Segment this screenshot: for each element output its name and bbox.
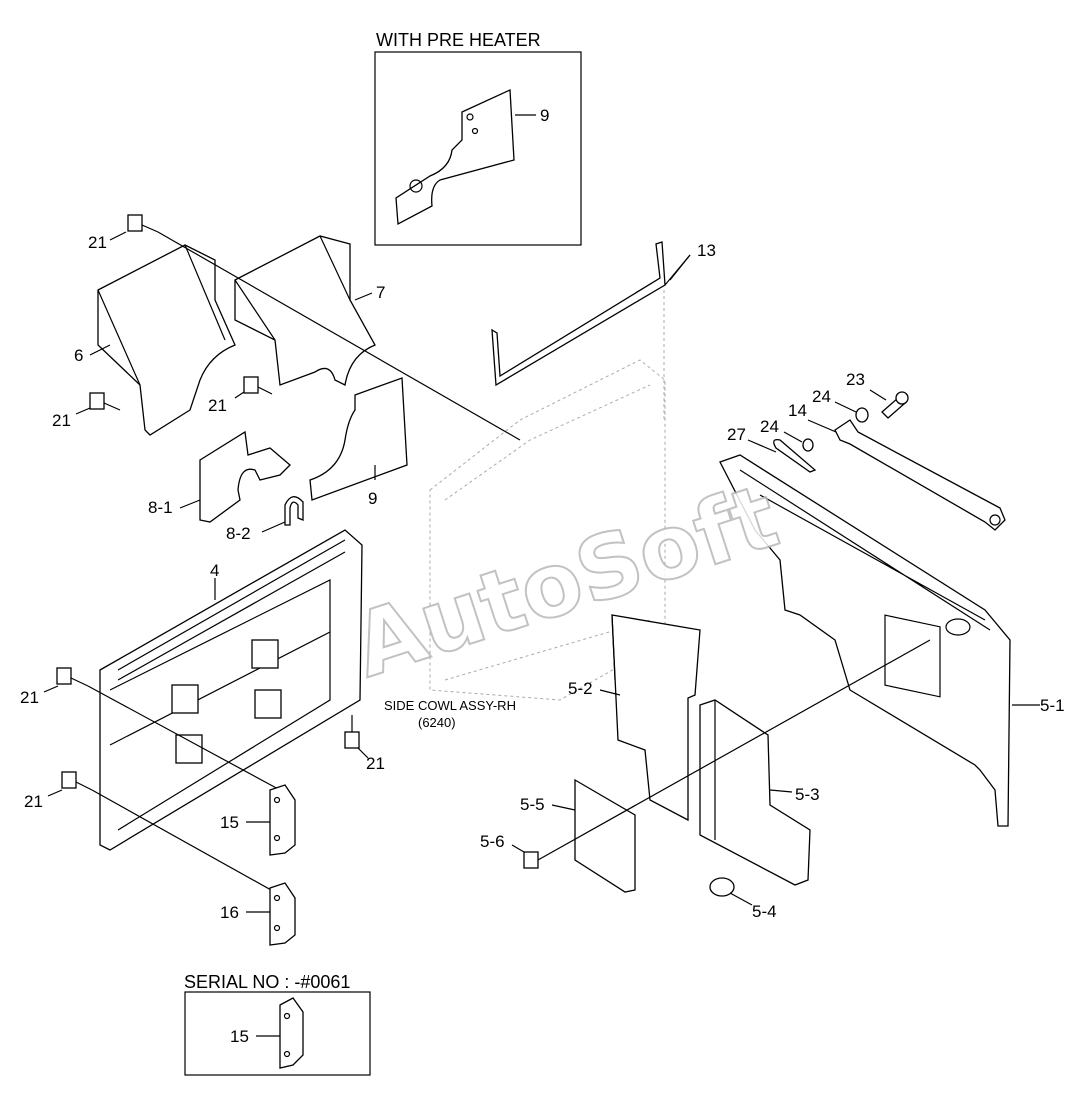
- part-23-pin: 23: [846, 370, 909, 419]
- part-6-cover: 6: [74, 244, 236, 436]
- bolt-21-c: 21: [52, 392, 121, 430]
- callout-5-6: 5-6: [480, 832, 505, 851]
- callout-7: 7: [376, 283, 385, 302]
- part-5-5-plate: 5-5: [520, 778, 636, 893]
- callout-15: 15: [220, 813, 239, 832]
- callout-23: 23: [846, 370, 865, 389]
- callout-5-5: 5-5: [520, 795, 545, 814]
- bolt-21-d: 21: [20, 667, 89, 707]
- callout-5-4: 5-4: [752, 902, 777, 921]
- callout-21-e: 21: [366, 754, 385, 773]
- part-16-bracket: 16: [220, 882, 296, 946]
- bolt-21-a: 21: [88, 214, 521, 441]
- watermark: AutoSoft: [341, 464, 789, 697]
- bolt-21-f: 21: [24, 771, 93, 811]
- callout-9-mid: 9: [368, 489, 377, 508]
- part-14-rod: 14: [788, 401, 1006, 531]
- part-5-4-button: 5-4: [709, 877, 777, 921]
- part-24-washer-a: 24: [812, 387, 869, 423]
- part-5-6-screw: 5-6: [480, 639, 931, 869]
- callout-24-b: 24: [760, 417, 779, 436]
- callout-14: 14: [788, 401, 807, 420]
- callout-13: 13: [697, 241, 716, 260]
- callout-16: 16: [220, 903, 239, 922]
- part-8-1-plate: 8-1: [148, 430, 291, 523]
- side-cowl-ghost: [429, 359, 666, 701]
- serial-inset: SERIAL NO : -#0061 15: [184, 972, 371, 1076]
- callout-21-b: 21: [208, 396, 227, 415]
- serial-title: SERIAL NO : -#0061: [184, 972, 350, 992]
- part-27-pin: 27: [727, 425, 817, 473]
- callout-9-inset: 9: [540, 106, 549, 125]
- callout-5-2: 5-2: [568, 679, 593, 698]
- part-15-bracket: 15: [220, 784, 296, 856]
- part-8-2-clip: 8-2: [226, 496, 304, 543]
- pre-heater-title: WITH PRE HEATER: [376, 30, 541, 50]
- callout-15-inset: 15: [230, 1027, 249, 1046]
- callout-8-1: 8-1: [148, 498, 173, 517]
- callout-21-f: 21: [24, 792, 43, 811]
- callout-21-a: 21: [88, 233, 107, 252]
- part-24-washer-b: 24: [760, 417, 814, 452]
- callout-21-d: 21: [20, 688, 39, 707]
- part-5-2-pad: 5-2: [568, 614, 701, 822]
- callout-5-3: 5-3: [795, 785, 820, 804]
- part-5-1-cowl: 5-1: [719, 454, 1065, 827]
- callout-21-c: 21: [52, 411, 71, 430]
- callout-6: 6: [74, 346, 83, 365]
- callout-27: 27: [727, 425, 746, 444]
- callout-5-1: 5-1: [1040, 696, 1065, 715]
- callout-24-a: 24: [812, 387, 831, 406]
- callout-8-2: 8-2: [226, 524, 251, 543]
- part-13-rod: 13: [491, 241, 716, 420]
- bolt-21-e: 21: [344, 715, 385, 773]
- part-5-3-block: 5-3: [699, 699, 820, 886]
- part-9-bracket-inset: [395, 89, 515, 226]
- part-4-panel: 4: [87, 529, 363, 896]
- pre-heater-inset: WITH PRE HEATER 9: [374, 30, 582, 246]
- part-7-cover: 7: [234, 235, 385, 386]
- note-side-cowl: SIDE COWL ASSY-RH: [384, 698, 516, 713]
- callout-4: 4: [210, 561, 219, 580]
- bolt-21-b: 21: [208, 376, 273, 415]
- part-9-bracket: 9: [309, 377, 408, 508]
- note-side-cowl-code: (6240): [418, 715, 456, 730]
